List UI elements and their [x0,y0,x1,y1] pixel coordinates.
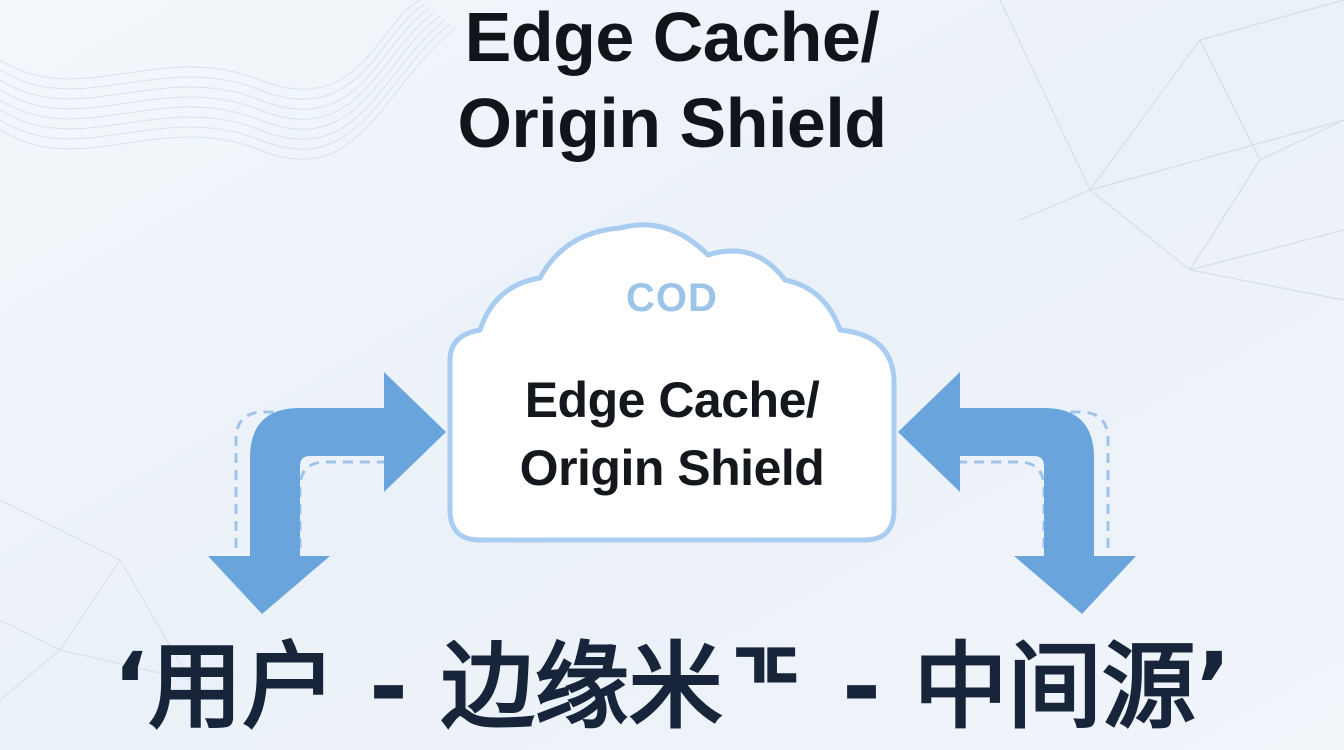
network-decoration-right [999,0,1344,301]
cloud-main-label: Edge Cache/ Origin Shield [450,366,894,502]
network-decoration-left [0,499,192,701]
cloud-top-label: COD [626,276,718,320]
bottom-caption: ‘用户 - 边缘米ᅚ - 中间源’ [112,633,1232,742]
cloud-label-line-2: Origin Shield [519,440,825,496]
title-line-1: Edge Cache/ [464,0,880,76]
arrow-right-icon [898,372,1136,614]
wave-lines-decoration [0,0,456,160]
cloud-label-line-1: Edge Cache/ [524,372,820,428]
title-line-2: Origin Shield [457,84,887,162]
arrow-left-icon [208,372,446,614]
page-title: Edge Cache/ Origin Shield [0,0,1344,166]
cloud-icon [447,222,897,543]
